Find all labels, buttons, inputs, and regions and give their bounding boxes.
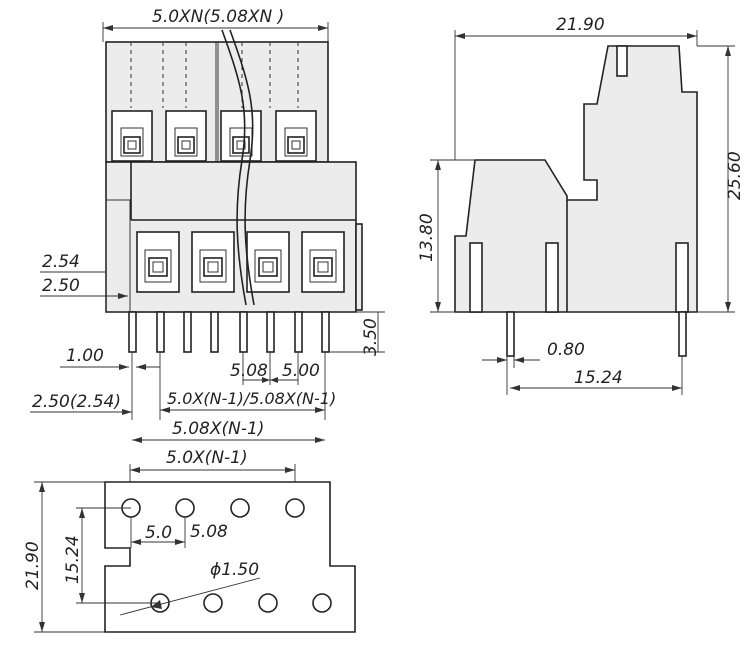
pin-span-label: 15.24 [574,368,623,388]
label-3-50: 3.50 [361,318,381,356]
footprint-row-spacing-label: 15.24 [63,535,83,584]
side-pin-b [678,311,687,357]
wire [221,29,247,306]
lower-screw-windows [136,231,345,293]
footprint-pitch-a-label: 5.0 [145,523,172,543]
upper-screw-windows [111,110,317,162]
side-lower-height-label: 13.80 [417,213,437,262]
side-view: 21.90 25.60 13.80 0.80 [417,15,745,395]
label-2-50-2-54: 2.50(2.54) [32,392,121,412]
footprint-span-label: 5.0X(N-1) [166,448,248,468]
front-view: 5.0XN(5.08XN ) [30,7,385,443]
label-span-a: 5.0X(N-1)/5.08X(N-1) [167,389,336,408]
front-top-width-label: 5.0XN(5.08XN ) [152,7,284,27]
front-pins [128,311,330,353]
pin-width-label: 0.80 [547,340,585,360]
side-width-label: 21.90 [556,15,605,35]
side-pin-a [506,311,515,357]
footprint-depth-label: 21.90 [23,541,43,590]
footprint-holes [121,498,332,613]
label-5-00: 5.00 [282,361,320,381]
label-5-08: 5.08 [230,361,268,381]
label-2-54: 2.54 [42,252,80,272]
footprint-view: 5.0X(N-1) 21.90 15.24 [23,448,356,633]
side-height-label: 25.60 [725,151,745,200]
label-span-b: 5.08X(N-1) [172,419,264,439]
side-body [454,45,698,313]
label-1-00: 1.00 [66,346,104,366]
footprint-pitch-b-label: 5.08 [190,522,228,542]
label-2-50: 2.50 [42,276,80,296]
footprint-hole-diameter-label: ϕ1.50 [210,560,259,580]
